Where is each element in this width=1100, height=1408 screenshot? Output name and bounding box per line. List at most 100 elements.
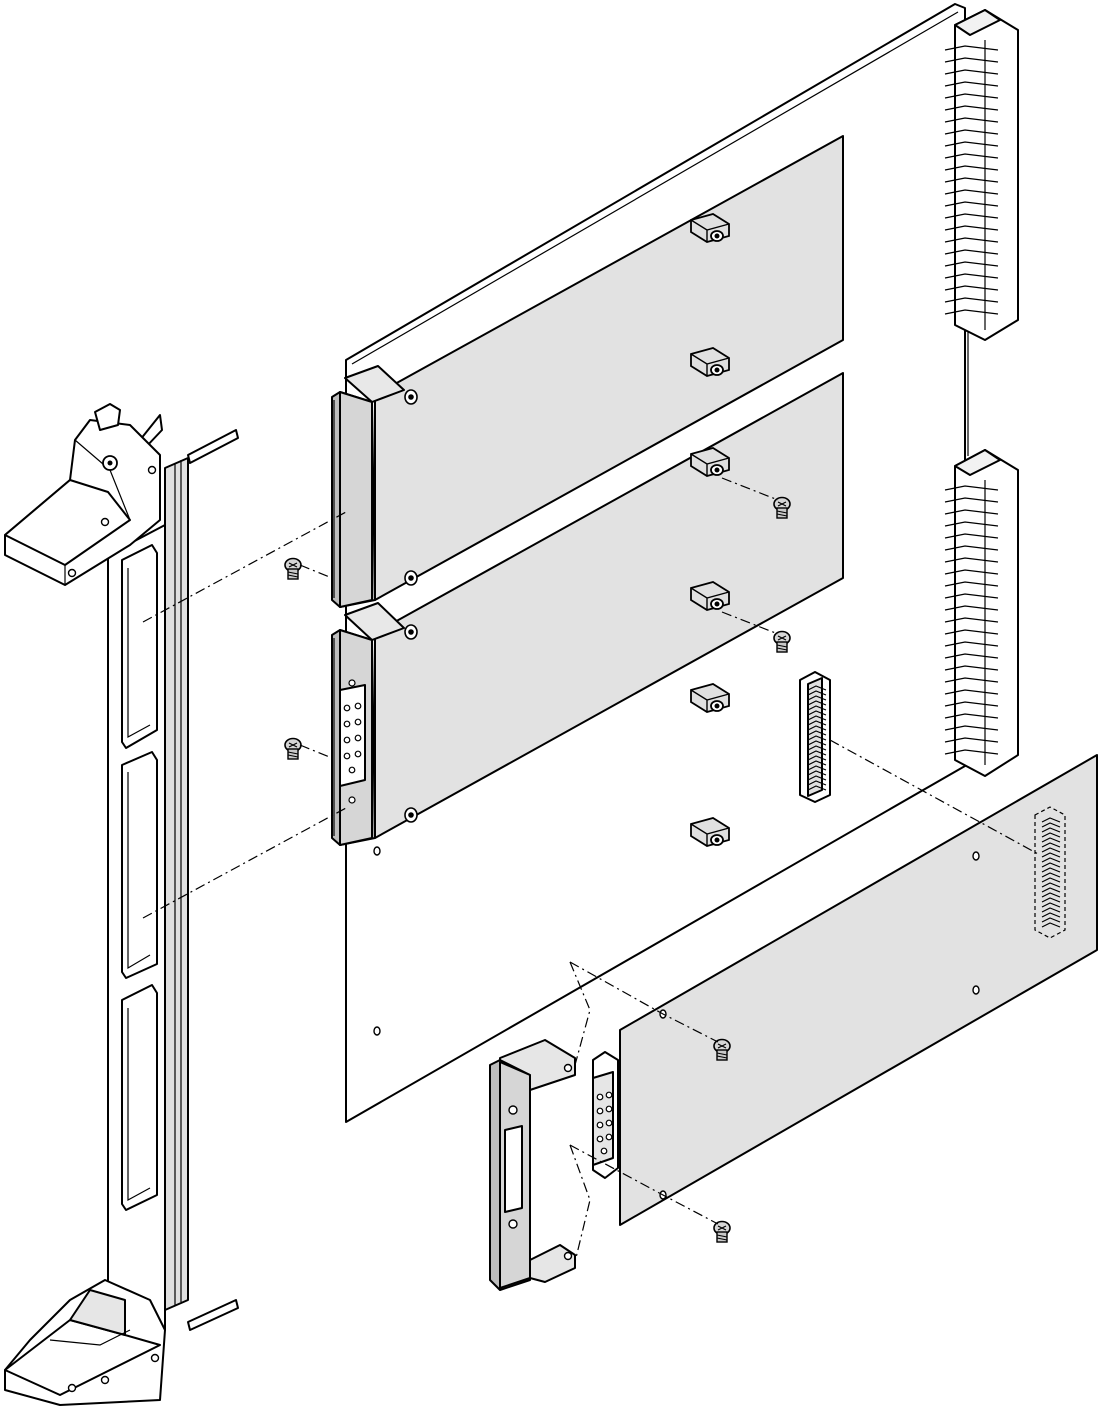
connector-rib: [944, 201, 999, 207]
connector-rib: [1041, 892, 1061, 898]
bezel-bracket: [489, 1039, 576, 1291]
connector-rib: [944, 485, 999, 491]
connector-rib: [807, 755, 827, 761]
connector-rib: [807, 715, 827, 721]
connector-rib: [944, 665, 999, 671]
connector-rib: [807, 785, 827, 791]
module-middle: [331, 372, 844, 846]
connector-rib: [944, 617, 999, 623]
connector-rib: [944, 689, 999, 695]
connector-rib: [944, 545, 999, 551]
connector-rib: [944, 285, 999, 291]
connector-rib: [944, 497, 999, 503]
connector-rib: [944, 165, 999, 171]
connector-rib: [1041, 852, 1061, 858]
connector-rib: [944, 237, 999, 243]
backplane-connector-lower: [944, 449, 1019, 777]
connector-rib: [944, 225, 999, 231]
connector-rib: [807, 710, 827, 716]
connector-rib: [1041, 872, 1061, 878]
connector-rib: [944, 569, 999, 575]
connector-rib: [1041, 827, 1061, 833]
connector-rib: [944, 273, 999, 279]
connector-rib: [944, 129, 999, 135]
connector-rib: [944, 653, 999, 659]
connector-rib: [944, 701, 999, 707]
connector-rib: [1041, 877, 1061, 883]
connector-rib: [807, 685, 827, 691]
connector-rib: [1041, 832, 1061, 838]
connector-rib: [807, 735, 827, 741]
connector-rib: [807, 740, 827, 746]
connector-rib: [1041, 902, 1061, 908]
connector-rib: [944, 533, 999, 539]
connector-rib: [944, 749, 999, 755]
connector-rib: [807, 705, 827, 711]
connector-rib: [944, 521, 999, 527]
connector-rib: [944, 509, 999, 515]
connector-rib: [944, 177, 999, 183]
connector-rib: [1041, 847, 1061, 853]
connector-rib: [1041, 887, 1061, 893]
connector-rib: [944, 725, 999, 731]
mezzanine-connector: [799, 671, 831, 803]
connector-rib: [807, 770, 827, 776]
connector-rib: [1041, 842, 1061, 848]
connector-rib: [1041, 917, 1061, 923]
backplane-connector-upper: [944, 9, 1019, 341]
connector-rib: [1041, 817, 1061, 823]
connector-rib: [1041, 822, 1061, 828]
connector-rib: [1041, 857, 1061, 863]
connector-rib: [944, 69, 999, 75]
connector-rib: [807, 695, 827, 701]
connector-rib: [807, 730, 827, 736]
connector-rib: [807, 690, 827, 696]
connector-rib: [944, 153, 999, 159]
connector-rib: [944, 261, 999, 267]
connector-rib: [1041, 882, 1061, 888]
connector-rib: [944, 581, 999, 587]
connector-rib: [1041, 907, 1061, 913]
connector-rib: [944, 629, 999, 635]
connector-rib: [1041, 837, 1061, 843]
connector-rib: [1041, 867, 1061, 873]
connector-rib: [807, 775, 827, 781]
module-rear: [619, 754, 1098, 1226]
connector-rib: [944, 605, 999, 611]
connector-rib: [944, 593, 999, 599]
connector-rib: [807, 745, 827, 751]
connector-rib: [807, 765, 827, 771]
db9-connector: [592, 1051, 619, 1179]
connector-rib: [944, 93, 999, 99]
connector-rib: [944, 57, 999, 63]
connector-rib: [944, 309, 999, 315]
db9-pins-middle: [343, 702, 362, 774]
connector-rib: [944, 641, 999, 647]
connector-rib: [944, 189, 999, 195]
connector-rib: [944, 557, 999, 563]
connector-rib: [1041, 922, 1061, 928]
connector-rib: [944, 213, 999, 219]
assembly-lines: [142, 477, 1041, 1263]
connector-rib: [1041, 897, 1061, 903]
connector-rib: [807, 760, 827, 766]
connector-rib: [944, 81, 999, 87]
connector-rib: [807, 780, 827, 786]
connector-rib: [807, 750, 827, 756]
connector-rib: [1041, 862, 1061, 868]
connector-rib: [944, 117, 999, 123]
front-panel: [4, 403, 239, 1406]
connector-rib: [807, 700, 827, 706]
connector-rib: [944, 141, 999, 147]
module-upper: [331, 135, 844, 608]
connector-rib: [944, 105, 999, 111]
connector-rib: [944, 297, 999, 303]
connector-rib: [944, 737, 999, 743]
connector-rib: [944, 677, 999, 683]
connector-rib: [944, 45, 999, 51]
connector-rib: [807, 720, 827, 726]
connector-rib: [944, 713, 999, 719]
connector-rib: [807, 725, 827, 731]
connector-rib: [1041, 912, 1061, 918]
